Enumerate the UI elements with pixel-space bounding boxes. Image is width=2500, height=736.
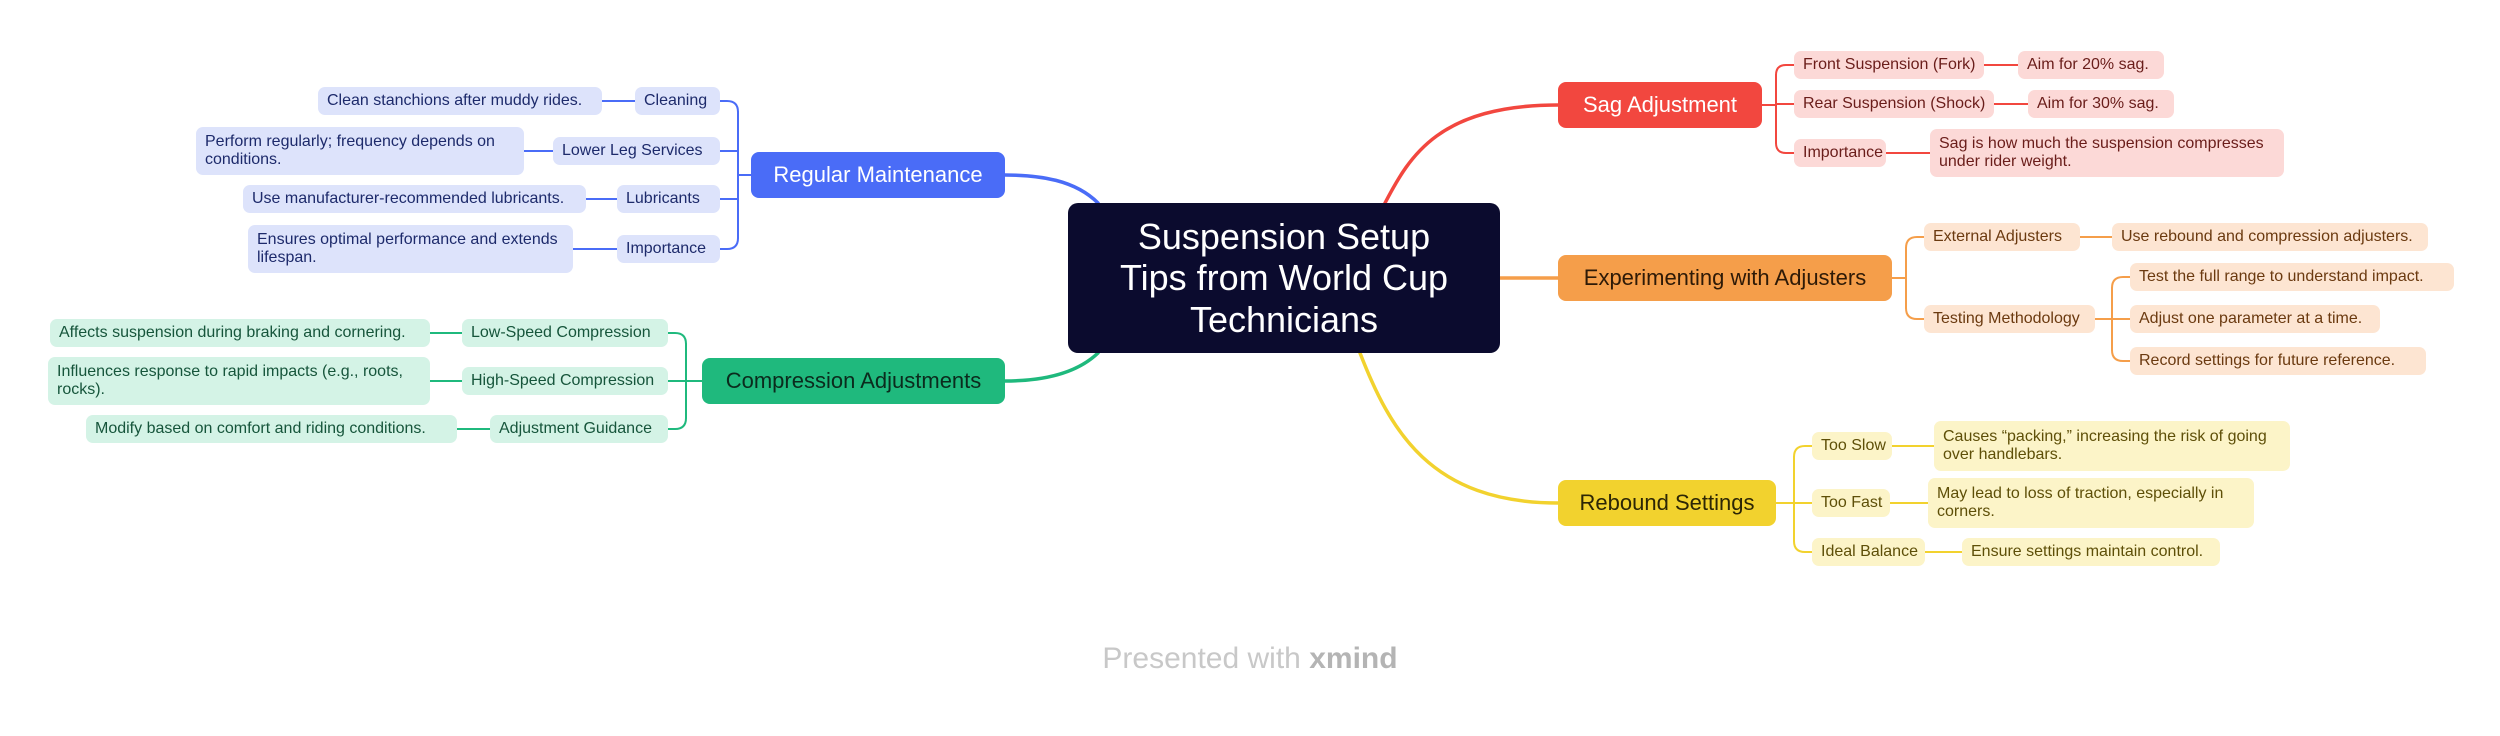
subtopic-lubricants-label: Lubricants [626,189,700,207]
detail-low-speed-compression[interactable]: Affects suspension during braking and co… [50,319,430,347]
subtopic-front-suspension-label: Front Suspension (Fork) [1803,55,1976,73]
detail-front-suspension-text: Aim for 20% sag. [2027,55,2149,73]
detail-too-slow-text: Causes “packing,” increasing the risk of… [1943,427,2267,463]
detail-external-adjusters[interactable]: Use rebound and compression adjusters. [2112,223,2428,251]
detail-testing-record-settings-text: Record settings for future reference. [2139,351,2396,369]
subtopic-too-fast-label: Too Fast [1821,493,1883,511]
detail-rear-suspension-text: Aim for 30% sag. [2037,94,2159,112]
central-topic[interactable]: Suspension Setup Tips from World Cup Tec… [1068,203,1500,353]
detail-too-fast-text: May lead to loss of traction, especially… [1937,484,2224,520]
detail-testing-record-settings[interactable]: Record settings for future reference. [2130,347,2426,375]
central-title-line-2: Tips from World Cup [1119,257,1449,299]
detail-sag-importance-text: Sag is how much the suspension compresse… [1939,134,2264,170]
detail-rear-suspension[interactable]: Aim for 30% sag. [2028,90,2174,118]
topic-rebound-settings-label: Rebound Settings [1579,490,1755,516]
subtopic-cleaning[interactable]: Cleaning [635,87,720,115]
detail-testing-full-range-text: Test the full range to understand impact… [2139,267,2424,285]
detail-cleaning-text: Clean stanchions after muddy rides. [327,91,583,109]
subtopic-adjustment-guidance[interactable]: Adjustment Guidance [490,415,668,443]
detail-too-slow[interactable]: Causes “packing,” increasing the risk of… [1934,421,2290,471]
subtopic-high-speed-compression-label: High-Speed Compression [471,371,655,389]
detail-testing-one-parameter-text: Adjust one parameter at a time. [2139,309,2363,327]
subtopic-lower-leg-services[interactable]: Lower Leg Services [553,137,720,165]
subtopic-testing-methodology[interactable]: Testing Methodology [1924,305,2095,333]
topic-regular-maintenance-label: Regular Maintenance [773,162,983,188]
detail-low-speed-compression-text: Affects suspension during braking and co… [59,323,406,341]
subtopic-too-slow-label: Too Slow [1821,436,1886,454]
detail-sag-importance[interactable]: Sag is how much the suspension compresse… [1930,129,2284,177]
detail-high-speed-compression-text: Influences response to rapid impacts (e.… [57,362,403,398]
topic-sag-adjustment-label: Sag Adjustment [1582,92,1738,118]
subtopic-lower-leg-services-label: Lower Leg Services [562,141,703,159]
detail-maintenance-importance-text: Ensures optimal performance and extends … [257,230,558,266]
detail-too-fast[interactable]: May lead to loss of traction, especially… [1928,478,2254,528]
central-title-line-1: Suspension Setup [1137,215,1431,257]
topic-rebound-settings[interactable]: Rebound Settings [1558,480,1776,526]
subtopic-external-adjusters[interactable]: External Adjusters [1924,223,2080,251]
detail-cleaning[interactable]: Clean stanchions after muddy rides. [318,87,602,115]
subtopic-too-slow[interactable]: Too Slow [1812,432,1892,460]
subtopic-rear-suspension-label: Rear Suspension (Shock) [1803,94,1986,112]
xmind-logo-text: xmind [1309,642,1398,675]
connector-rebound [1358,351,1560,505]
detail-lubricants[interactable]: Use manufacturer-recommended lubricants. [243,185,586,213]
topic-compression-adjustments-label: Compression Adjustments [725,368,982,394]
connector-regular-maintenance [1003,173,1100,205]
detail-lower-leg-services-text: Perform regularly; frequency depends on … [205,132,495,168]
subtopic-low-speed-compression-label: Low-Speed Compression [471,323,651,341]
topic-experimenting-with-adjusters[interactable]: Experimenting with Adjusters [1558,255,1892,301]
detail-ideal-balance-text: Ensure settings maintain control. [1971,542,2204,560]
subtopic-sag-importance[interactable]: Importance [1794,139,1886,167]
detail-lower-leg-services[interactable]: Perform regularly; frequency depends on … [196,127,524,175]
detail-front-suspension[interactable]: Aim for 20% sag. [2018,51,2164,79]
central-title-line-3: Technicians [1189,298,1379,340]
topic-sag-adjustment[interactable]: Sag Adjustment [1558,82,1762,128]
subtopic-low-speed-compression[interactable]: Low-Speed Compression [462,319,668,347]
connector-blue-subs [523,100,752,250]
subtopic-testing-methodology-label: Testing Methodology [1933,309,2080,327]
subtopic-sag-importance-label: Importance [1803,143,1884,161]
subtopic-cleaning-label: Cleaning [644,91,708,109]
detail-adjustment-guidance[interactable]: Modify based on comfort and riding condi… [86,415,457,443]
connector-orange-subs [1891,236,2131,362]
subtopic-maintenance-importance[interactable]: Importance [617,235,720,263]
connector-red-subs [1761,64,2029,154]
presented-with-xmind-watermark: Presented with xmind [0,642,2500,676]
subtopic-ideal-balance[interactable]: Ideal Balance [1812,538,1925,566]
subtopic-adjustment-guidance-label: Adjustment Guidance [499,419,652,437]
subtopic-lubricants[interactable]: Lubricants [617,185,720,213]
connector-sag [1383,103,1560,205]
connector-green-subs [429,332,703,430]
detail-high-speed-compression[interactable]: Influences response to rapid impacts (e.… [48,357,430,405]
subtopic-external-adjusters-label: External Adjusters [1933,227,2062,245]
connector-yellow-subs [1775,445,1963,553]
connector-compression [1003,351,1100,383]
subtopic-rear-suspension[interactable]: Rear Suspension (Shock) [1794,90,1994,118]
topic-regular-maintenance[interactable]: Regular Maintenance [751,152,1005,198]
detail-testing-one-parameter[interactable]: Adjust one parameter at a time. [2130,305,2380,333]
subtopic-high-speed-compression[interactable]: High-Speed Compression [462,367,668,395]
subtopic-too-fast[interactable]: Too Fast [1812,489,1890,517]
detail-lubricants-text: Use manufacturer-recommended lubricants. [252,189,565,207]
detail-external-adjusters-text: Use rebound and compression adjusters. [2121,227,2413,245]
detail-adjustment-guidance-text: Modify based on comfort and riding condi… [95,419,426,437]
topic-compression-adjustments[interactable]: Compression Adjustments [702,358,1005,404]
detail-ideal-balance[interactable]: Ensure settings maintain control. [1962,538,2220,566]
detail-testing-full-range[interactable]: Test the full range to understand impact… [2130,263,2454,291]
subtopic-maintenance-importance-label: Importance [626,239,707,257]
topic-experimenting-with-adjusters-label: Experimenting with Adjusters [1583,265,1867,291]
detail-maintenance-importance[interactable]: Ensures optimal performance and extends … [248,225,573,273]
subtopic-front-suspension[interactable]: Front Suspension (Fork) [1794,51,1984,79]
watermark-prefix: Presented with [1102,642,1301,675]
subtopic-ideal-balance-label: Ideal Balance [1821,542,1918,560]
